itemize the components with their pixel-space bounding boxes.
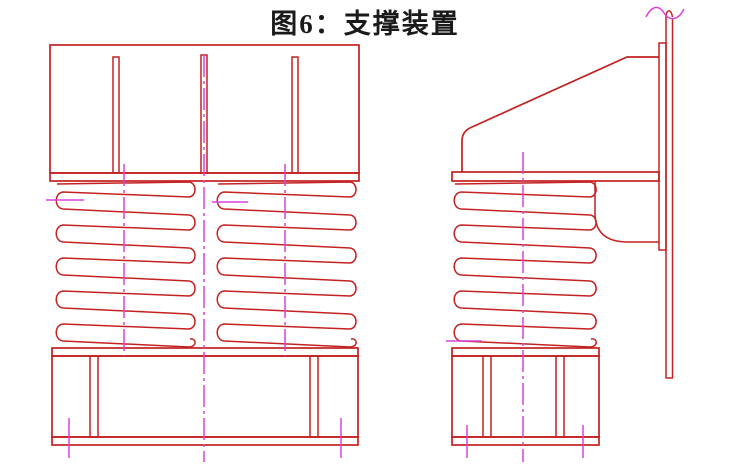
front-spring-right xyxy=(216,181,357,348)
side-spring xyxy=(453,181,598,348)
side-base-web-left xyxy=(482,355,492,438)
break-line-symbol xyxy=(645,6,685,20)
centerlines xyxy=(46,6,685,462)
front-rib-right xyxy=(291,56,299,174)
side-view xyxy=(451,10,674,446)
front-base-web-right xyxy=(309,355,319,438)
side-wall-plate xyxy=(665,10,674,379)
front-base-bottom-flange xyxy=(51,436,359,446)
side-gusset-plate xyxy=(594,181,659,243)
side-bracket-outline xyxy=(461,56,659,172)
side-mounting-flange-bar xyxy=(658,42,667,251)
front-base-web-left xyxy=(89,355,99,438)
side-top-plate xyxy=(451,171,660,182)
front-base-top-flange xyxy=(51,347,359,357)
side-base-box xyxy=(451,355,600,438)
figure-title: 图6：支撑装置 xyxy=(270,9,460,39)
front-rib-left xyxy=(112,56,120,174)
front-spring-left xyxy=(55,181,196,348)
side-base-bottom-flange xyxy=(451,436,600,446)
side-base-web-right xyxy=(555,355,565,438)
side-base-top-flange xyxy=(451,347,600,357)
